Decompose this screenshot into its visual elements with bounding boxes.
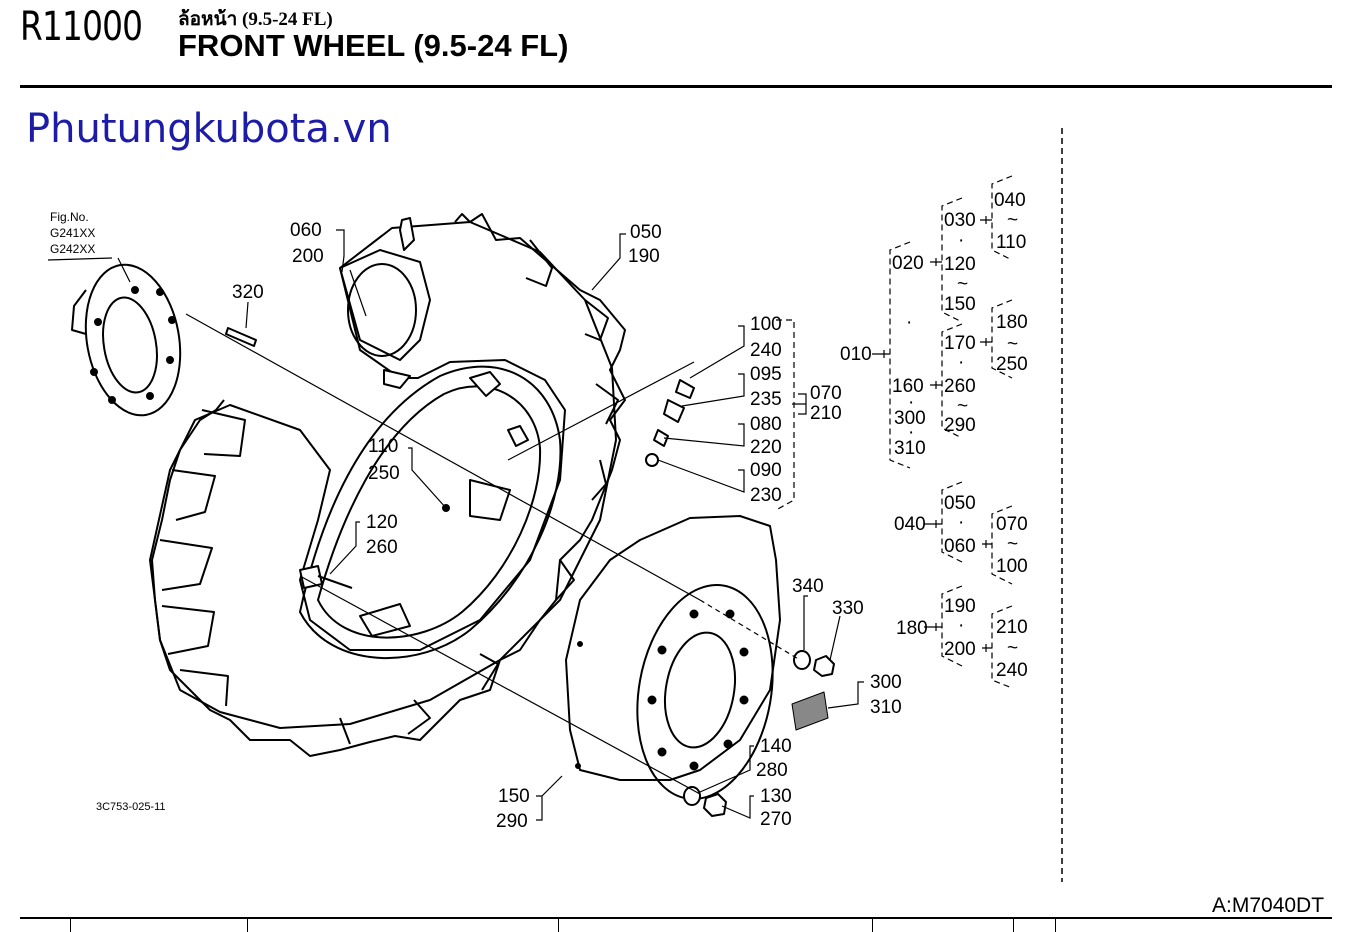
rim bbox=[299, 249, 562, 660]
svg-text:~: ~ bbox=[1007, 534, 1018, 555]
tree-node: 120 bbox=[944, 254, 976, 275]
drawing-code: 3C753-025-11 bbox=[96, 801, 166, 813]
tree-node: 310 bbox=[894, 438, 926, 459]
callout: 300 bbox=[870, 672, 902, 693]
callout: 260 bbox=[366, 537, 398, 558]
svg-text:~: ~ bbox=[1007, 210, 1018, 231]
stud-bolt bbox=[225, 327, 257, 347]
callout: 060 bbox=[290, 220, 322, 241]
callout: 235 bbox=[750, 389, 782, 410]
part-group-code: R11000 bbox=[20, 4, 143, 50]
callout: 310 bbox=[870, 697, 902, 718]
callout: 100 bbox=[750, 314, 782, 335]
svg-text:·: · bbox=[958, 512, 964, 533]
callout: 250 bbox=[368, 463, 400, 484]
callout: 095 bbox=[750, 364, 782, 385]
callout: 090 bbox=[750, 460, 782, 481]
wheel-disc bbox=[565, 515, 781, 800]
footer-cell-divider bbox=[1055, 919, 1056, 932]
callout: 140 bbox=[760, 736, 792, 757]
title-english: FRONT WHEEL (9.5-24 FL) bbox=[178, 28, 569, 63]
callout: 280 bbox=[756, 760, 788, 781]
footer-rule bbox=[20, 917, 1332, 919]
callout: 070 bbox=[810, 383, 842, 404]
tree-node: 300 bbox=[894, 408, 926, 429]
tree-node: 100 bbox=[996, 556, 1028, 577]
tree-node: 150 bbox=[944, 294, 976, 315]
tree-node: 240 bbox=[996, 660, 1028, 681]
svg-text:·: · bbox=[958, 230, 964, 251]
tree-node: 030 bbox=[944, 210, 976, 231]
footer-cell-divider bbox=[1013, 919, 1014, 932]
washer bbox=[793, 650, 811, 670]
callout: 190 bbox=[628, 246, 660, 267]
fig-no-label: Fig.No. bbox=[50, 210, 89, 224]
svg-text:·: · bbox=[908, 422, 914, 443]
svg-text:~: ~ bbox=[957, 396, 968, 417]
callout: 240 bbox=[750, 340, 782, 361]
nut bbox=[703, 793, 727, 817]
callout: 210 bbox=[810, 403, 842, 424]
callout: 130 bbox=[760, 786, 792, 807]
title-thai: ล้อหน้า (9.5-24 FL) bbox=[178, 9, 333, 30]
callout: 080 bbox=[750, 414, 782, 435]
svg-text:~: ~ bbox=[1007, 334, 1018, 355]
callout: 330 bbox=[832, 598, 864, 619]
tree-node: 050 bbox=[944, 493, 976, 514]
tree-node: 200 bbox=[944, 639, 976, 660]
bolt bbox=[299, 565, 353, 589]
fig-ref: G242XX bbox=[50, 242, 95, 256]
svg-text:·: · bbox=[958, 352, 964, 373]
tree-node: 170 bbox=[944, 333, 976, 354]
leader-lines bbox=[47, 229, 864, 821]
svg-text:·: · bbox=[906, 312, 912, 333]
callout: 120 bbox=[366, 512, 398, 533]
valve-assembly bbox=[507, 379, 695, 467]
callout: 230 bbox=[750, 485, 782, 506]
callout: 270 bbox=[760, 809, 792, 830]
tree-node: 010 bbox=[840, 344, 872, 365]
callout: 340 bbox=[792, 576, 824, 597]
tree-node: 210 bbox=[996, 617, 1028, 638]
svg-text:·: · bbox=[958, 615, 964, 636]
nut bbox=[813, 655, 835, 677]
header-rule bbox=[20, 85, 1332, 88]
callout: 050 bbox=[630, 222, 662, 243]
tree-node: 040 bbox=[994, 190, 1026, 211]
svg-text:~: ~ bbox=[957, 274, 968, 295]
footer-cell-divider bbox=[558, 919, 559, 932]
fig-ref: G241XX bbox=[50, 226, 95, 240]
hub-flange bbox=[71, 263, 182, 417]
tree-node: 290 bbox=[944, 415, 976, 436]
tree-node: 250 bbox=[996, 354, 1028, 375]
tree-node: 180 bbox=[896, 618, 928, 639]
balance-weight bbox=[791, 691, 829, 731]
tree-node: 070 bbox=[996, 514, 1028, 535]
tree-node: 020 bbox=[892, 253, 924, 274]
callout: 320 bbox=[232, 282, 264, 303]
footer-cell-divider bbox=[247, 919, 248, 932]
footer-cell-divider bbox=[70, 919, 71, 932]
callout: 150 bbox=[498, 786, 530, 807]
model-code: A:M7040DT bbox=[1212, 894, 1325, 917]
tree-node: 160 bbox=[892, 376, 924, 397]
tree-node: 040 bbox=[894, 514, 926, 535]
tree-node: 180 bbox=[996, 312, 1028, 333]
watermark: Phutungkubota.vn bbox=[26, 106, 392, 152]
callout: 290 bbox=[496, 811, 528, 832]
tree-node: 260 bbox=[944, 376, 976, 397]
assembly-tree-brackets bbox=[889, 175, 1013, 689]
svg-text:~: ~ bbox=[1007, 638, 1018, 659]
tree-node: 060 bbox=[944, 536, 976, 557]
callout: 200 bbox=[292, 246, 324, 267]
callout: 110 bbox=[368, 436, 398, 457]
svg-text:·: · bbox=[908, 392, 914, 413]
tree-node: 190 bbox=[944, 596, 976, 617]
footer-cell-divider bbox=[872, 919, 873, 932]
callout: 220 bbox=[750, 437, 782, 458]
tree-node: 110 bbox=[996, 232, 1026, 253]
assembly-tree-ticks bbox=[872, 216, 992, 652]
